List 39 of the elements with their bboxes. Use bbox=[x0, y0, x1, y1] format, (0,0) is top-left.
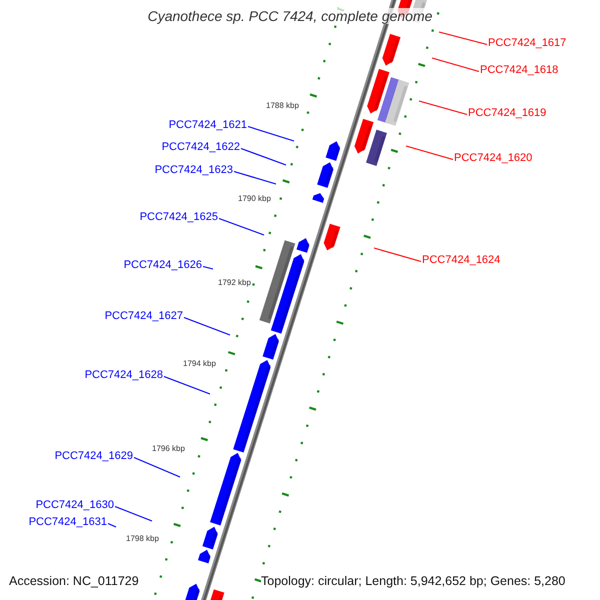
gene-label: PCC7424_1627 bbox=[104, 310, 183, 323]
position-label: 1794 kbp bbox=[183, 359, 216, 369]
leader-line bbox=[240, 148, 286, 166]
position-label: 1790 kbp bbox=[238, 194, 271, 204]
gene-label: PCC7424_1630 bbox=[36, 499, 114, 512]
leader-line bbox=[248, 126, 294, 142]
position-label: 1798 kbp bbox=[126, 534, 159, 544]
leader-line bbox=[114, 506, 152, 522]
leader-line bbox=[202, 266, 214, 270]
position-label: 1788 kbp bbox=[266, 101, 299, 111]
gene-label: PCC7424_1626 bbox=[124, 259, 202, 272]
leader-line bbox=[218, 218, 264, 236]
gene-label: PCC7424_1631 bbox=[28, 516, 107, 529]
gene-label: PCC7424_1620 bbox=[454, 152, 532, 165]
gene-label: PCC7424_1619 bbox=[468, 107, 546, 120]
gene-label: PCC7424_1617 bbox=[488, 37, 566, 50]
leader-line bbox=[184, 316, 230, 336]
leader-line bbox=[432, 57, 480, 72]
gene-label: PCC7424_1618 bbox=[480, 64, 558, 77]
gene-label: PCC7424_1623 bbox=[154, 164, 233, 177]
gene-label: PCC7424_1625 bbox=[140, 211, 218, 224]
gene-label: PCC7424_1622 bbox=[162, 141, 240, 154]
position-label: 1796 kbp bbox=[152, 444, 185, 454]
leader-line bbox=[134, 457, 180, 478]
title: Cyanothece sp. PCC 7424, complete genome bbox=[146, 8, 434, 24]
genome-info-text: Topology: circular; Length: 5,942,652 bp; Genes: 5,280 bbox=[261, 574, 566, 589]
leader-line bbox=[406, 145, 454, 160]
leader-line bbox=[234, 170, 276, 185]
leader-line bbox=[108, 523, 116, 528]
gene-label: PCC7424_1629 bbox=[54, 450, 133, 463]
leader-line bbox=[438, 31, 488, 46]
gene-label: PCC7424_1621 bbox=[168, 119, 247, 132]
leader-line bbox=[164, 376, 210, 395]
gene-label: PCC7424_1624 bbox=[422, 254, 500, 267]
leader-line bbox=[374, 247, 422, 262]
leader-line bbox=[418, 100, 468, 116]
gene-label: PCC7424_1628 bbox=[84, 369, 163, 382]
genome-info-text: Accession: NC_011729 bbox=[9, 574, 139, 589]
position-label: 1792 kbp bbox=[218, 278, 251, 288]
